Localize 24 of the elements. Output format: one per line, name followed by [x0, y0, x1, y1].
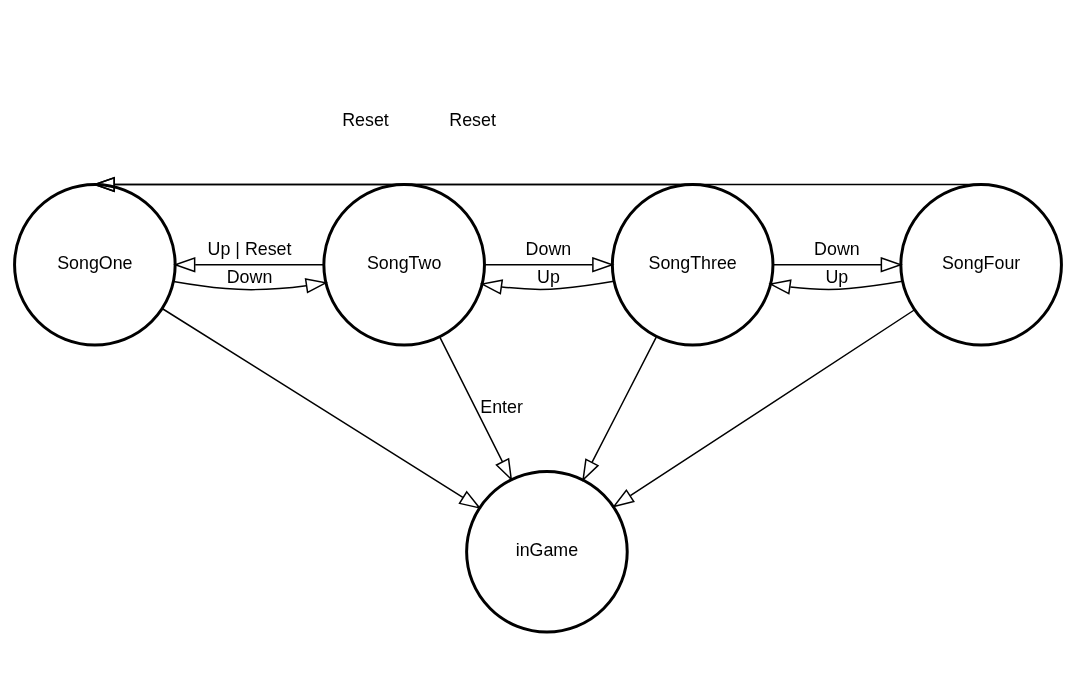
- edge-label: Reset: [342, 109, 389, 130]
- edge-label: Up: [825, 267, 849, 288]
- arrow: [172, 278, 328, 294]
- edge-label: Reset: [449, 109, 496, 130]
- node-circle: SongFour: [899, 182, 1063, 347]
- node-circle: SongTwo: [322, 182, 486, 347]
- edge-label: Down: [814, 239, 860, 260]
- arrow: [772, 256, 903, 273]
- arrow: [173, 256, 325, 273]
- arrow: [479, 279, 615, 295]
- edge-label: Enter: [480, 396, 523, 417]
- arrow: [161, 308, 482, 510]
- arrow: [439, 336, 513, 482]
- arrow: [483, 256, 615, 273]
- edge-label: Up | Reset: [207, 239, 292, 260]
- arrow: [612, 309, 915, 508]
- edge-label: Down: [226, 267, 273, 288]
- edge-label: Up: [537, 267, 560, 288]
- arrow: [768, 279, 904, 295]
- arrow: [582, 336, 657, 482]
- node-circle: inGame: [465, 469, 629, 634]
- edge-label: Down: [525, 239, 572, 260]
- node-circle: SongOne: [13, 182, 177, 347]
- node-circle: SongThree: [610, 182, 775, 347]
